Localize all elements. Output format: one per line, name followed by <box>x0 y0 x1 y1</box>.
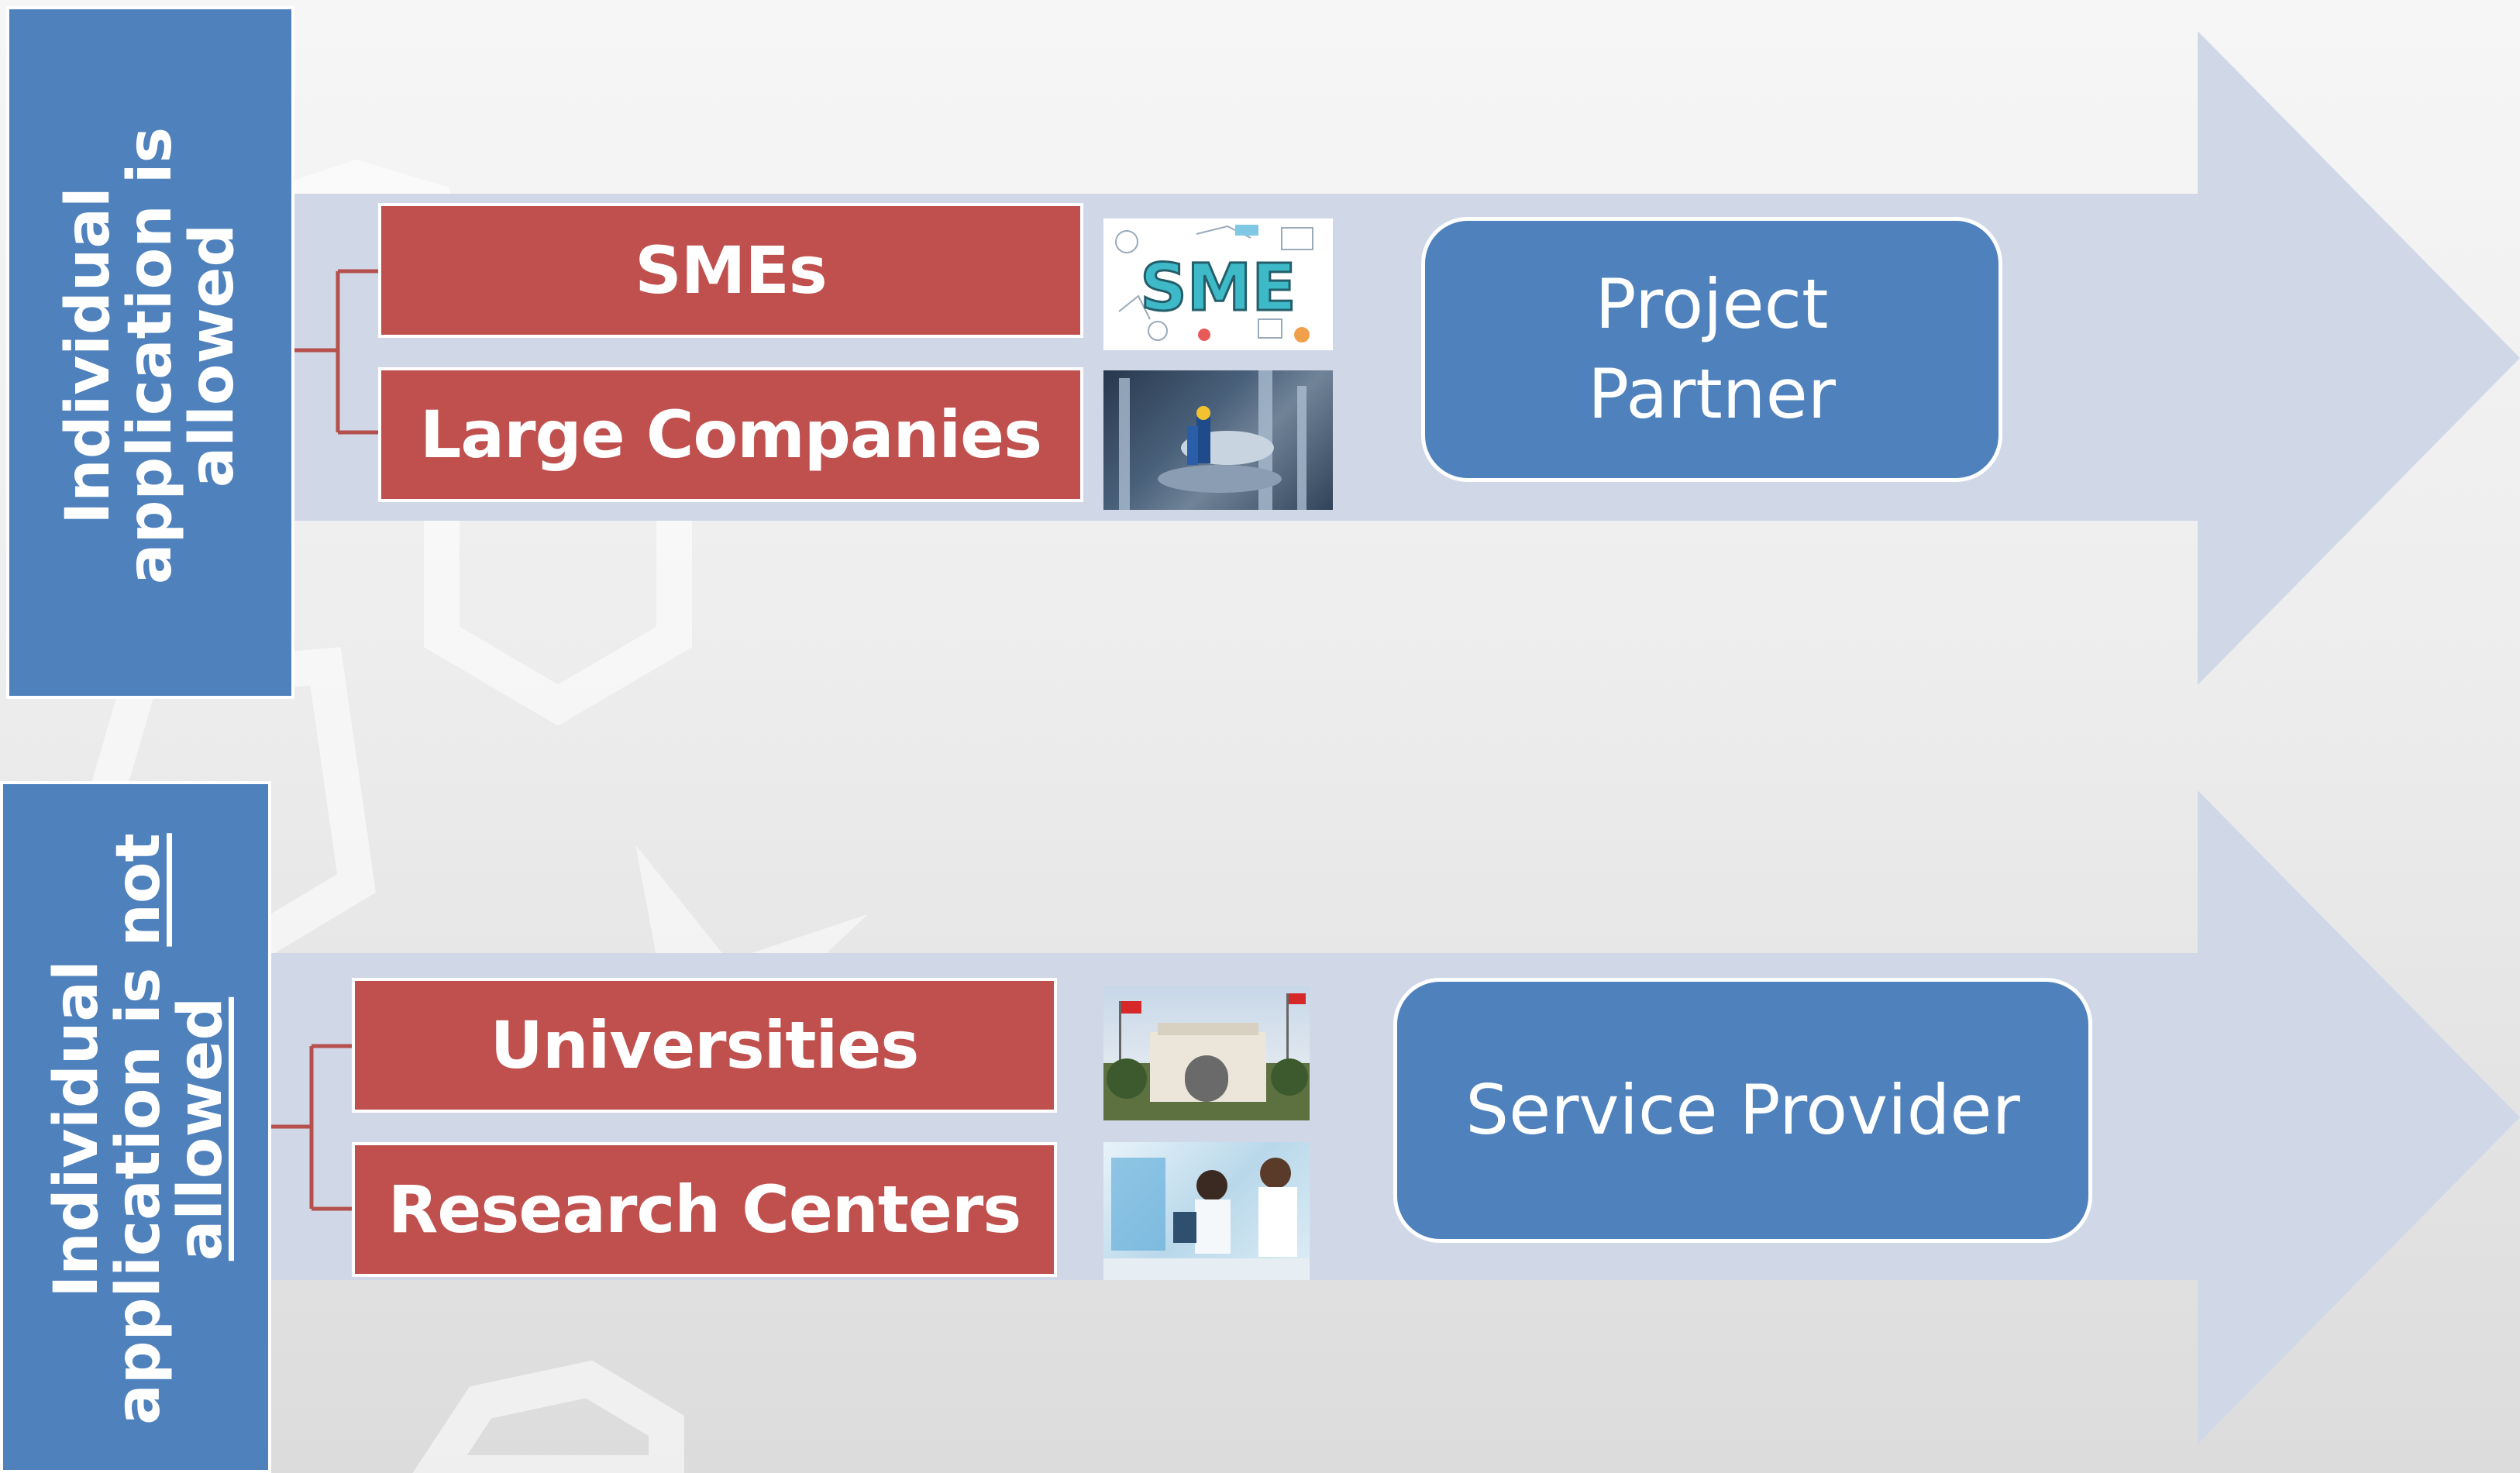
sme-illustration: SME <box>1103 219 1333 350</box>
label-line: allowed <box>177 223 247 488</box>
not-allowed-label-box: Individual application is not allowed <box>0 781 271 1473</box>
sme-logo-text: SME <box>1140 250 1296 325</box>
not-allowed-label-text: Individual application is not allowed <box>42 792 236 1466</box>
emphasis-not: not <box>104 833 174 947</box>
industrial-plant-photo <box>1103 370 1333 510</box>
service-provider-text: Service Provider <box>1465 1070 2020 1150</box>
emphasis-allowed: allowed <box>166 996 236 1261</box>
label-line: application is not <box>104 833 174 1425</box>
laboratory-researchers-photo <box>1103 1142 1310 1280</box>
background-hexagon <box>412 1360 684 1473</box>
bracket-top <box>294 269 381 435</box>
service-provider-box: Service Provider <box>1393 978 2092 1243</box>
allowed-label-text: Individual application is allowed <box>53 11 247 700</box>
sme-box: SMEs <box>378 203 1083 338</box>
arrow-top <box>287 31 2520 685</box>
research-centers-box: Research Centers <box>352 1142 1057 1277</box>
project-partner-box: Project Partner <box>1421 217 2002 482</box>
universities-box: Universities <box>352 978 1057 1113</box>
allowed-label-box: Individual application is allowed <box>6 6 294 699</box>
label-line: Individual <box>53 187 123 525</box>
label-line: application is <box>115 126 185 585</box>
label-line: Individual <box>42 960 112 1298</box>
university-gate-photo <box>1103 986 1310 1120</box>
bracket-bottom <box>271 1044 355 1211</box>
label-line: allowed <box>166 792 236 1466</box>
project-partner-text: Project Partner <box>1588 264 1836 434</box>
arrow-bottom <box>256 790 2520 1444</box>
large-companies-box: Large Companies <box>378 367 1083 502</box>
